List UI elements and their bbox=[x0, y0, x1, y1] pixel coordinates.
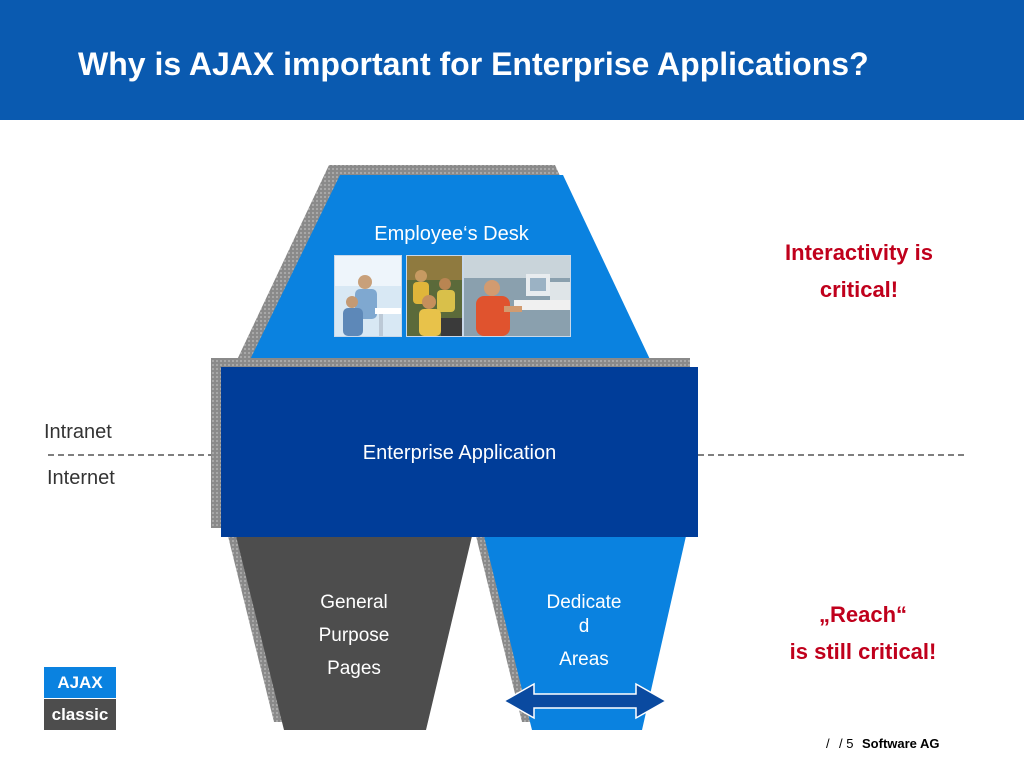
legend-ajax: AJAX bbox=[44, 667, 116, 698]
reach-note-line1: „Reach“ bbox=[818, 602, 908, 627]
interactivity-note-line2: critical! bbox=[819, 277, 899, 302]
workstation-photo-icon bbox=[463, 255, 571, 337]
dedicated-areas-shape bbox=[484, 536, 686, 730]
team-photo-icon bbox=[334, 255, 402, 337]
intranet-label: Intranet bbox=[44, 421, 112, 443]
general-purpose-pages-label: General Purpose Pages bbox=[294, 586, 414, 685]
slide-title: Why is AJAX important for Enterprise App… bbox=[78, 46, 869, 82]
areas-line: Areas bbox=[559, 649, 609, 670]
page-number: / 5 bbox=[839, 736, 854, 751]
purpose-line: Purpose bbox=[318, 625, 390, 646]
company-name: Software AG bbox=[862, 736, 940, 751]
legend-classic: classic bbox=[44, 699, 116, 730]
pages-line: Pages bbox=[327, 658, 381, 679]
title-bar: Why is AJAX important for Enterprise App… bbox=[0, 0, 1024, 120]
enterprise-application-label: Enterprise Application bbox=[362, 442, 557, 464]
reach-note: „Reach“ is still critical! bbox=[752, 596, 974, 670]
reach-note-line2: is still critical! bbox=[789, 639, 937, 664]
employee-desk-label: Employee‘s Desk bbox=[374, 223, 529, 245]
enterprise-application-box bbox=[221, 367, 698, 537]
dedicated-wrap-line: d bbox=[578, 616, 590, 637]
general-pages-shape bbox=[236, 536, 472, 730]
internet-label: Internet bbox=[47, 467, 115, 489]
footer-slash: / bbox=[826, 736, 830, 751]
dedicated-line: Dedicate bbox=[546, 592, 622, 613]
interactivity-note-line1: Interactivity is bbox=[785, 240, 933, 265]
meeting-photo-icon bbox=[406, 255, 463, 337]
general-line: General bbox=[320, 592, 388, 613]
double-arrow-icon bbox=[502, 682, 668, 720]
dedicated-areas-label: Dedicate d Areas bbox=[524, 590, 644, 682]
interactivity-note: Interactivity is critical! bbox=[748, 234, 970, 308]
